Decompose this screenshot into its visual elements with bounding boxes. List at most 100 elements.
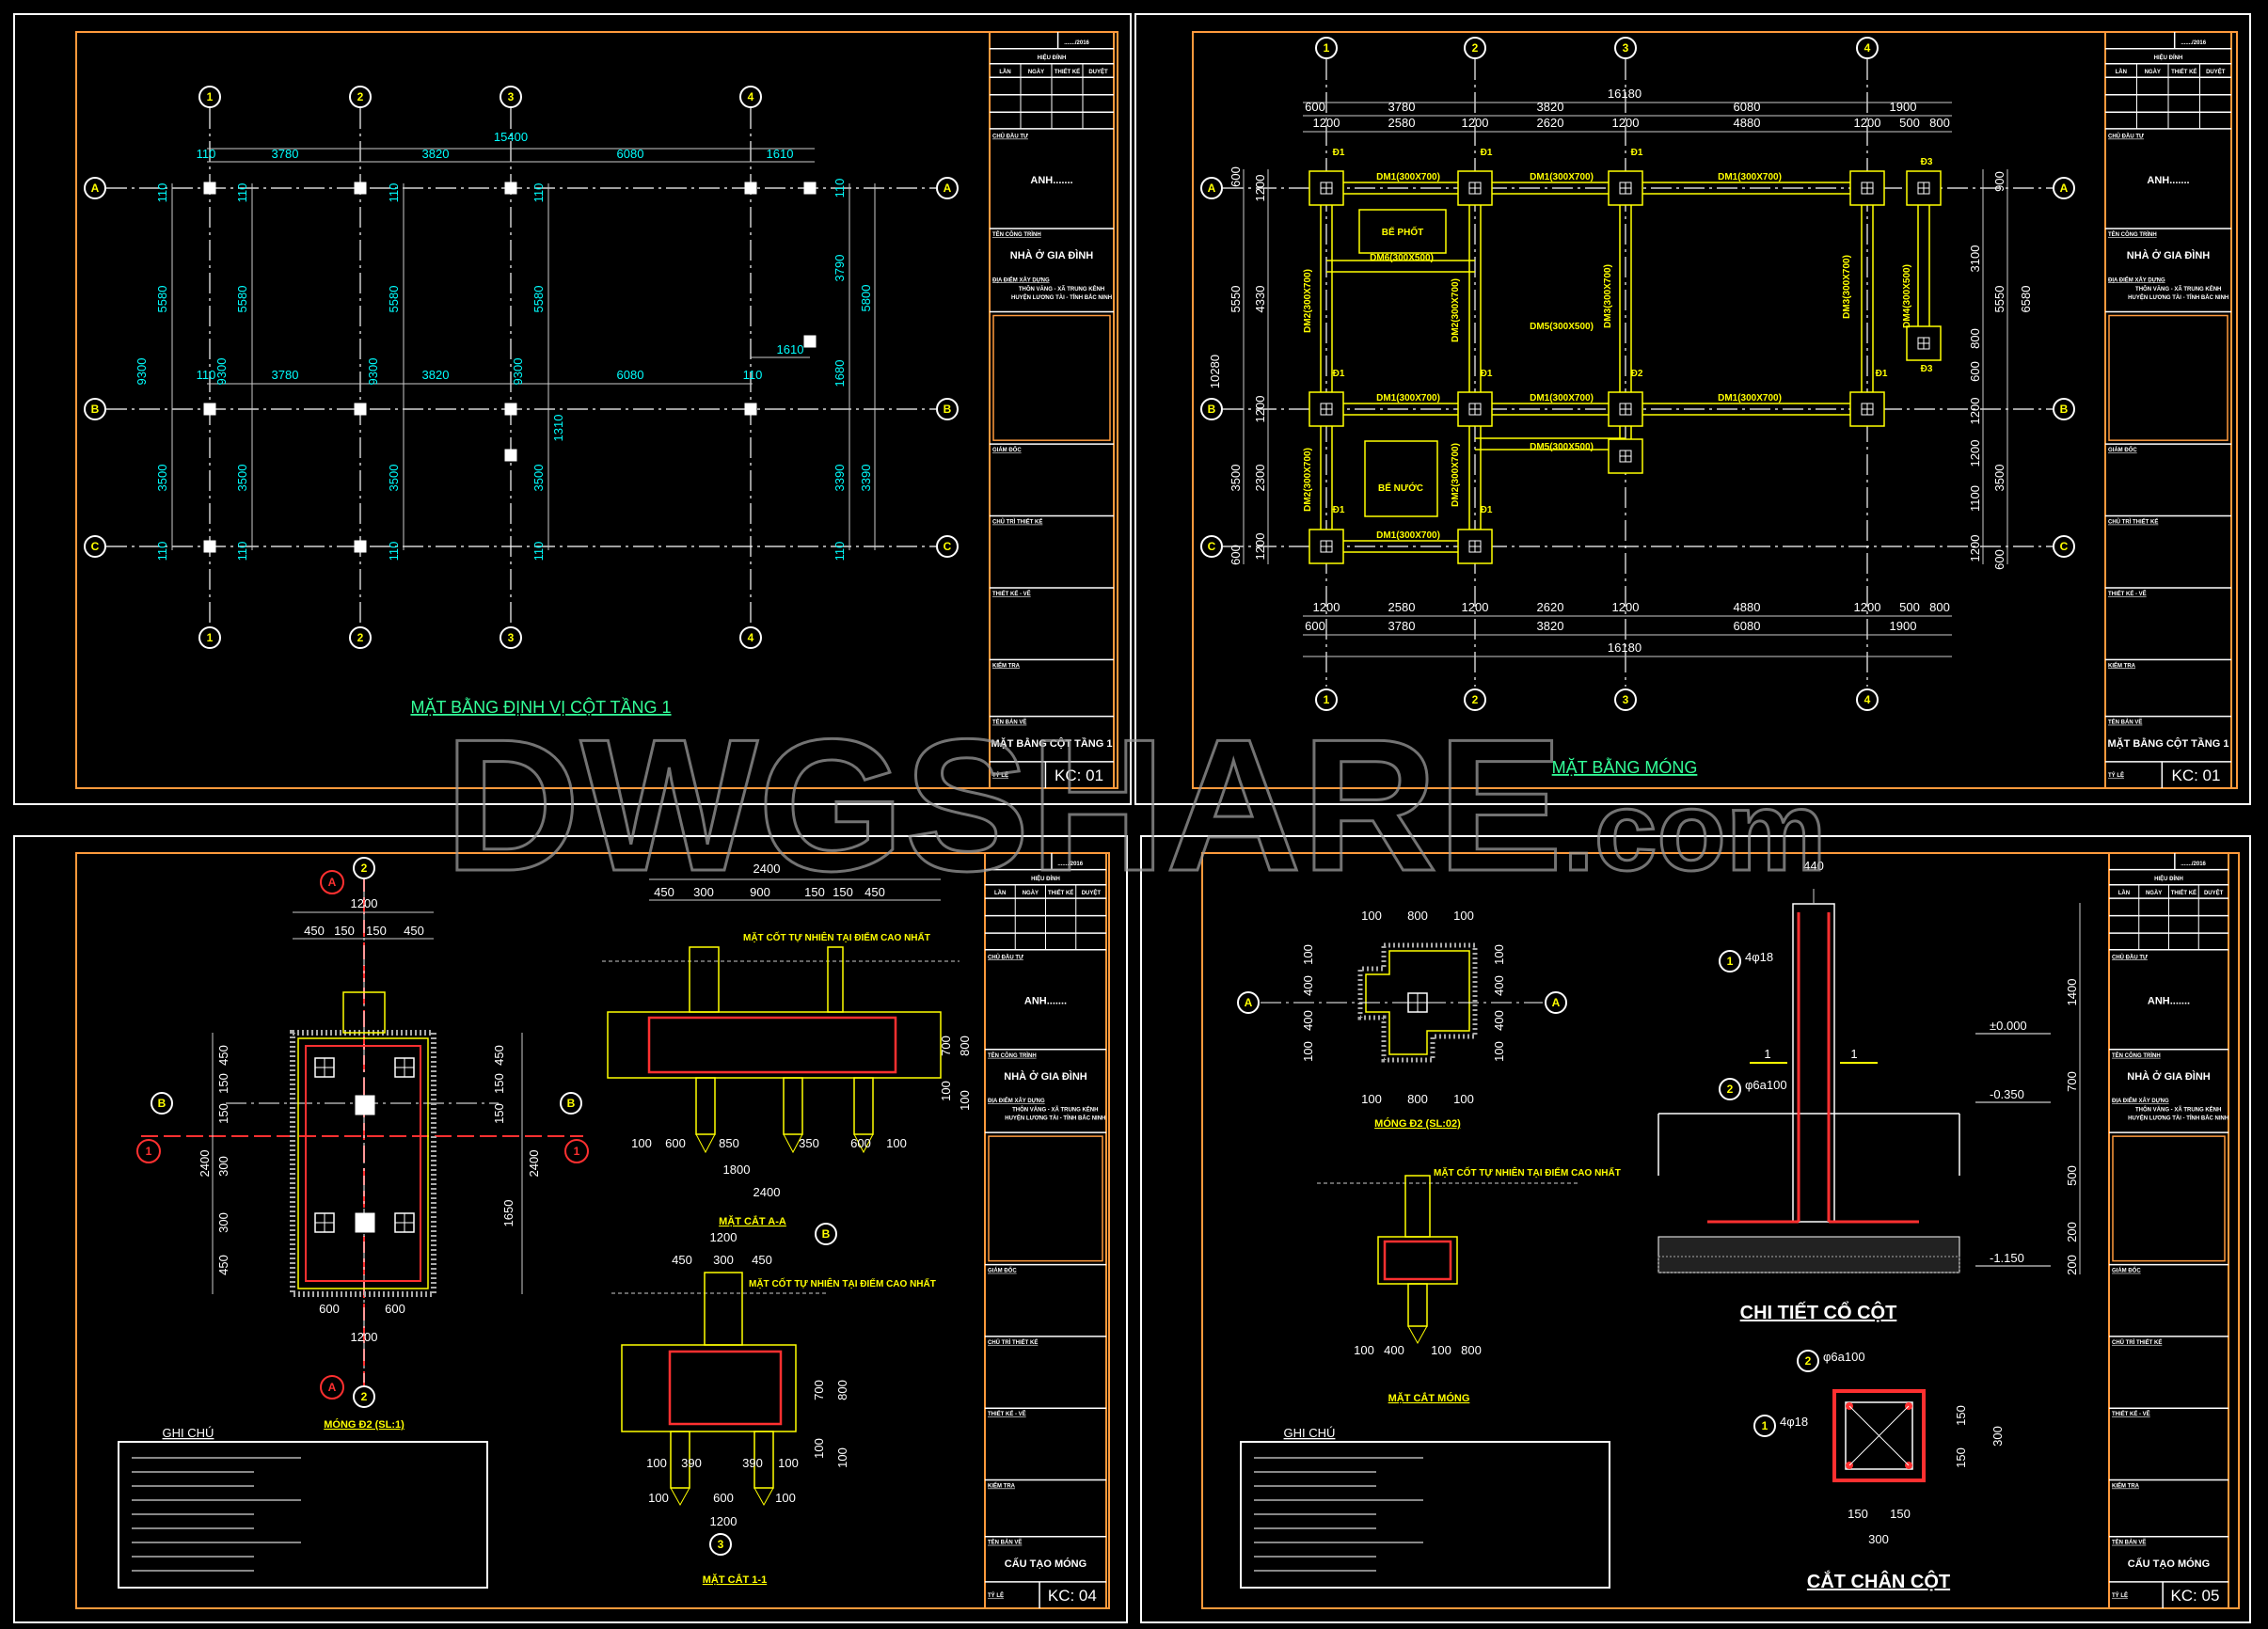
pile-tip <box>753 1487 774 1507</box>
grid-bubble-left-circle <box>1200 398 1223 420</box>
dim-right: 3100 <box>1968 245 1982 273</box>
grid-bubble-right-circle <box>1545 991 1567 1014</box>
section-mark-label: 1 <box>146 1145 152 1158</box>
dim: 150 <box>1890 1507 1911 1521</box>
location-label: ĐỊA ĐIỂM XÂY DỰNG <box>2112 1098 2169 1104</box>
revision-column-header: DUYỆT <box>2204 889 2224 896</box>
dim: 600 <box>713 1491 734 1505</box>
sheet-name: CẤU TẠO MÓNG <box>2128 1558 2210 1570</box>
rebar-label: φ6a100 <box>1823 1350 1865 1364</box>
column-mark <box>354 182 367 195</box>
dim-vertical: 5580 <box>235 286 249 313</box>
cut-mark-label: 1 <box>1850 1047 1857 1061</box>
role-label: THIẾT KẾ - VẼ <box>2112 1411 2150 1417</box>
grid-bubble-top-circle <box>1856 37 1879 59</box>
dim: 100 <box>1361 1092 1382 1106</box>
dim: 100 <box>958 1090 972 1111</box>
septic-tank <box>1358 209 1447 254</box>
column <box>355 1212 375 1233</box>
grid-bubble-top-3-label: 3 <box>508 90 515 103</box>
beam-label: DM2(300X700) <box>1303 269 1313 333</box>
sheet-name: MẶT BẰNG CỘT TẦNG 1 <box>2108 737 2229 750</box>
column-mark <box>744 403 757 416</box>
scale-label: TỶ LỆ <box>988 1591 1004 1599</box>
watermark-main: DWGSHARE <box>445 701 1563 910</box>
dim-small: 110 <box>833 542 847 561</box>
drawing-frame-2 <box>1192 31 2238 789</box>
dim-right: 1680 <box>833 360 847 387</box>
owner-label: CHỦ ĐẦU TƯ <box>988 954 1023 960</box>
project-label: TÊN CÔNG TRÌNH <box>2112 1052 2161 1059</box>
revision-column-header: THIẾT KẾ <box>2171 69 2197 75</box>
dim: 2400 <box>198 1150 212 1178</box>
dim-mid: 3780 <box>272 368 299 382</box>
dim: 150 <box>492 1073 506 1094</box>
dim-top: 3820 <box>422 147 450 161</box>
beam-label: DM1(300X700) <box>1530 393 1594 403</box>
dim-outer: 3780 <box>1388 619 1416 633</box>
beam-label: DM3(300X700) <box>1842 255 1852 319</box>
dim: 600 <box>665 1136 686 1150</box>
grid-bubble-circle <box>815 1223 837 1245</box>
water-tank <box>1364 440 1438 517</box>
scale-label: TỶ LỆ <box>992 771 1008 779</box>
dim-left: 3500 <box>1229 465 1243 492</box>
grid-bubble-right-circle <box>2053 535 2075 558</box>
revision-label: HIỆU ĐÍNH <box>1038 54 1067 61</box>
dim-left-inner: 1200 <box>1253 533 1267 561</box>
grid-bubble-bottom-1-circle <box>198 626 221 649</box>
dim: 850 <box>719 1136 739 1150</box>
sheet-number: KC: 01 <box>1055 767 1103 784</box>
grid-bubble-top-2-label: 2 <box>357 90 364 103</box>
grid-bubble-left-label: C <box>1208 540 1216 553</box>
beam-label: DM1(300X700) <box>1718 172 1782 182</box>
grid-bubble-left-circle <box>1237 991 1260 1014</box>
footing-rebar <box>647 1016 897 1074</box>
dim-vertical: 5580 <box>387 286 401 313</box>
dim: 900 <box>750 885 770 899</box>
dim-small: 110 <box>235 183 249 203</box>
dim-mid: 6080 <box>617 368 644 382</box>
dim-inner: 1200 <box>1462 116 1489 130</box>
dim: 450 <box>654 885 674 899</box>
grid-bubble-left-label: B <box>1208 403 1216 416</box>
notes-box <box>1240 1441 1610 1589</box>
grid-bubble-top-1-circle <box>198 86 221 108</box>
dim-inner: 500 <box>1899 600 1920 614</box>
role-label: GIÁM ĐỐC <box>988 1268 1017 1274</box>
revision-column-header: NGÀY <box>2145 69 2161 75</box>
dim-vertical: 9300 <box>366 358 380 386</box>
dim: 800 <box>835 1380 849 1400</box>
revision-column-header: NGÀY <box>2146 890 2162 896</box>
grid-bubble-left-label: A <box>1245 996 1253 1009</box>
role-label: CHỦ TRÌ THIẾT KẾ <box>2112 1338 2162 1346</box>
grid-bubble-top-label: 1 <box>1324 41 1330 55</box>
dim-outer: 1900 <box>1890 619 1917 633</box>
rebar-label: φ6a100 <box>1745 1078 1787 1092</box>
beam-label: DM2(300X700) <box>1303 448 1313 512</box>
dim: 100 <box>1354 1343 1374 1357</box>
dim: 800 <box>1461 1343 1482 1357</box>
dim: 150 <box>334 924 355 938</box>
revision-label: HIỆU ĐÍNH <box>1031 875 1060 882</box>
location-line-2: HUYỆN LƯƠNG TÀI - TỈNH BẮC NINH <box>1005 1114 1105 1121</box>
rebar-mark-label: 1 <box>1762 1419 1768 1432</box>
dim-inner: 1200 <box>1612 116 1640 130</box>
grid-bubble-left-label: A <box>91 182 100 195</box>
footing-label: Đ1 <box>1631 148 1643 158</box>
dim: 600 <box>319 1302 340 1316</box>
dim-outer: 600 <box>1305 619 1325 633</box>
sheet-border-2 <box>1134 13 2251 805</box>
footing-label: Đ1 <box>1333 505 1345 515</box>
grid-bubble-bottom-4-circle <box>739 626 762 649</box>
location-line-1: THÔN VĂNG - XÃ TRUNG KÊNH <box>1012 1106 1098 1114</box>
dim-inner: 2620 <box>1537 116 1564 130</box>
drawing-title: MẶT BẰNG ĐỊNH VỊ CỘT TẦNG 1 <box>410 697 671 717</box>
dim-right: 1200 <box>1968 535 1982 562</box>
dim: 450 <box>672 1253 692 1267</box>
rebar-mark-label: 2 <box>1727 1083 1734 1096</box>
scale-label: TỶ LỆ <box>2108 771 2124 779</box>
role-label: THIẾT KẾ - VẼ <box>988 1411 1026 1417</box>
dim: 350 <box>799 1136 819 1150</box>
